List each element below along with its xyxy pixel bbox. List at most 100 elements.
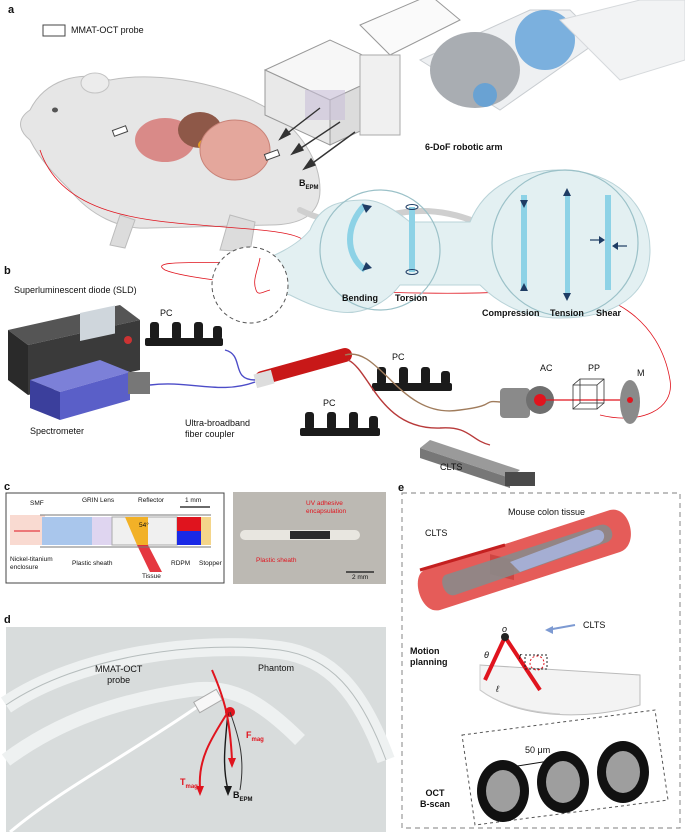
clts2-label: CLTS: [583, 620, 606, 630]
bscan-frame: [461, 709, 669, 826]
legend-probe-box: [42, 24, 66, 37]
target-box: [524, 654, 548, 670]
panel-d-letter: d: [4, 614, 11, 626]
pp-label: PP: [588, 363, 601, 373]
grin-label: GRIN Lens: [82, 497, 115, 504]
robot-joint-3: [473, 83, 497, 107]
uv-line-1: UV adhesive: [306, 500, 343, 507]
tissue-label: Tissue: [142, 573, 161, 580]
bscan-ring-3: [597, 741, 649, 803]
rdpm-label: RDPM: [171, 560, 191, 567]
field-main: B: [299, 178, 306, 188]
pc-3: [300, 412, 380, 436]
label-torsion: Torsion: [395, 293, 428, 303]
bscan-ring-1: [477, 760, 529, 822]
bscan-ring-2: [537, 751, 589, 813]
label-bending: Bending: [342, 293, 378, 303]
rdpm-red: [177, 517, 201, 531]
mouse-front-leg: [109, 214, 136, 249]
tmag-main: T: [180, 777, 186, 787]
pc-1: [145, 322, 223, 346]
spectrometer-label: Spectrometer: [30, 426, 85, 436]
oct-line-2: B-scan: [420, 799, 451, 809]
panel-b-letter: b: [4, 265, 11, 277]
fiber-red-out: [347, 359, 491, 446]
organ-intestine: [199, 119, 271, 181]
tension-arrow-top: [563, 188, 571, 196]
angle-label: 54°: [139, 522, 149, 529]
rdpm-blue: [177, 531, 201, 545]
uv-label: UV adhesive encapsulation: [306, 500, 346, 516]
uv-line-2: encapsulation: [306, 508, 347, 515]
bepm-arrow-2: [229, 711, 243, 791]
bepm-main: B: [233, 790, 240, 800]
panel-e-letter: e: [398, 482, 405, 494]
panel-c-letter: c: [4, 481, 11, 493]
probe-line-1: MMAT-OCT: [95, 664, 143, 674]
fiber-brown: [344, 353, 501, 412]
clts-label: CLTS: [440, 462, 463, 472]
panel-d-graphics: [0, 627, 395, 832]
robot-arm-label: 6-DoF robotic arm: [425, 142, 503, 152]
label-compression: Compression: [482, 308, 540, 318]
probe-arm-2: [503, 635, 542, 692]
fiber-blue-1: [224, 349, 256, 381]
torsion-arrow-top: [405, 204, 419, 210]
probe-arm-1: [483, 636, 507, 681]
theta-label: θ: [484, 650, 489, 660]
fiber-zoom-segment: [254, 257, 271, 294]
fmag-arrow: [211, 669, 233, 761]
o-label: o: [502, 624, 508, 634]
pivot-o: [501, 633, 509, 641]
r-label: r: [519, 651, 522, 661]
niti-line-2: enclosure: [10, 564, 39, 571]
distance-label: 50 μm: [525, 745, 551, 755]
grin-lens: [42, 517, 92, 545]
motion-planning-label: Motion planning: [410, 646, 448, 668]
bending-icon: [347, 202, 368, 273]
motion-line-1: Motion: [410, 646, 440, 656]
field-arrows: [278, 107, 356, 171]
beam-to-tissue: [137, 545, 162, 572]
pc-2: [372, 367, 452, 391]
reflector-label: Reflector: [138, 497, 165, 504]
robot-joint-1: [430, 32, 520, 108]
clts1-label: CLTS: [425, 528, 448, 538]
fmag-sub: mag: [251, 736, 264, 743]
ac-label: AC: [540, 363, 553, 373]
probe-line-2: probe: [107, 675, 131, 685]
smf-label: SMF: [30, 500, 44, 507]
zoom-dashed-circle: [211, 246, 289, 324]
bubble-right-outline: [491, 169, 639, 317]
mouse-eye: [52, 107, 58, 113]
oct-bscan-label: OCT B-scan: [420, 788, 450, 810]
coupler-line-1: Ultra-broadband: [185, 418, 251, 428]
tmag-sub: mag: [185, 783, 198, 790]
panel-a-graphics: [20, 0, 685, 419]
compression-arrow-top: [520, 200, 528, 208]
l-label: ℓ: [496, 684, 499, 694]
spectrometer-device: [60, 372, 130, 420]
compression-icon: [521, 195, 527, 290]
tension-icon: [565, 193, 570, 296]
probe-on-mouse-1: [111, 125, 129, 137]
panel-e-graphics: [401, 492, 681, 829]
probe-fiber: [9, 703, 201, 832]
fiber-path: [39, 149, 671, 419]
ac-collimator: [500, 388, 530, 418]
coupler-line-2: fiber coupler: [185, 429, 235, 439]
phantom-label: Phantom: [258, 663, 295, 673]
bending-arrow-top: [362, 204, 372, 213]
pc-label-2: PC: [392, 352, 405, 362]
pc-label-1: PC: [160, 308, 173, 318]
sheath-label: Plastic sheath: [72, 560, 113, 567]
bubble-left-outline: [319, 189, 441, 311]
bepm-label: BEPM: [233, 790, 253, 803]
oct-line-1: OCT: [425, 788, 445, 798]
coupler-label: Ultra-broadband fiber coupler: [185, 418, 250, 440]
niti-label: Nickel-titanium enclosure: [10, 556, 53, 572]
pp-prism: [572, 378, 605, 410]
sld-knob: [124, 336, 132, 344]
compression-arrow-bottom: [520, 283, 528, 291]
